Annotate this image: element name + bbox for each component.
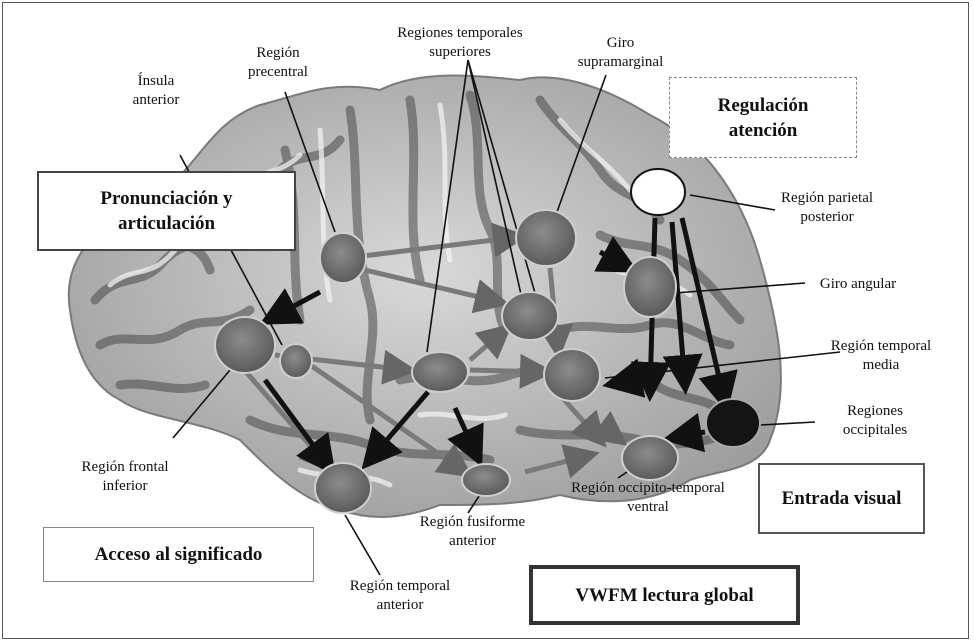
- label-occipito-temporal: Región occipito-temporal ventral: [548, 479, 748, 517]
- box-acceso: Acceso al significado: [43, 527, 314, 582]
- region-frontal-inferior: [215, 317, 275, 373]
- box-entrada: Entrada visual: [758, 463, 925, 534]
- region-precentral: [320, 233, 366, 283]
- label-insula: Ínsula anterior: [116, 72, 196, 110]
- region-temporal-superior: [502, 292, 558, 340]
- region-giro-angular: [624, 257, 676, 317]
- label-fusiforme: Región fusiforme anterior: [405, 513, 540, 551]
- region-fusiforme: [462, 464, 510, 496]
- label-occipitales: Regiones occipitales: [820, 402, 930, 440]
- label-temporal-media: Región temporal media: [816, 337, 946, 375]
- region-supramarginal: [516, 210, 576, 266]
- region-insula: [280, 344, 312, 378]
- region-temporal-central: [412, 352, 468, 392]
- region-occipitales: [706, 399, 760, 447]
- box-regulacion: Regulación atención: [669, 77, 857, 158]
- region-temporal-anterior: [315, 463, 371, 513]
- region-temporal-media: [544, 349, 600, 401]
- label-parietal-posterior: Región parietal posterior: [762, 189, 892, 227]
- label-supramarginal: Giro supramarginal: [558, 34, 683, 72]
- label-temporal-anterior: Región temporal anterior: [330, 577, 470, 615]
- box-pronunciacion: Pronunciación y articulación: [37, 171, 296, 251]
- label-giro-angular: Giro angular: [803, 275, 913, 294]
- box-vwfm: VWFM lectura global: [529, 565, 800, 625]
- region-parietal-posterior: [631, 169, 685, 215]
- label-frontal-inferior: Región frontal inferior: [60, 458, 190, 496]
- region-occipito-temporal: [622, 436, 678, 480]
- label-temporales-superiores: Regiones temporales superiores: [355, 24, 565, 62]
- label-precentral: Región precentral: [228, 44, 328, 82]
